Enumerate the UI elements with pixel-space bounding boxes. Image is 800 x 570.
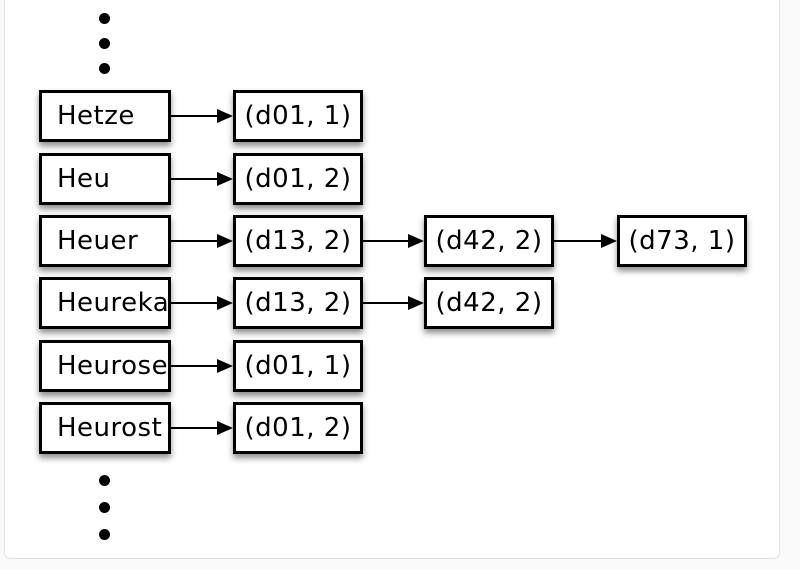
arrow-head-icon: [217, 234, 233, 248]
arrow-line: [171, 115, 219, 117]
term-box: Heurose: [39, 340, 171, 392]
arrow-line: [171, 365, 219, 367]
term-box: Hetze: [39, 90, 171, 142]
ellipsis-top-dot: [98, 12, 110, 24]
posting-box: (d42, 2): [424, 215, 554, 267]
ellipsis-top-dot: [98, 62, 110, 74]
arrow-head-icon: [217, 359, 233, 373]
arrow-line: [171, 240, 219, 242]
term-box: Heu: [39, 153, 171, 205]
posting-box: (d13, 2): [233, 277, 363, 329]
arrow-line: [171, 427, 219, 429]
arrow-head-icon: [408, 296, 424, 310]
arrow-line: [363, 302, 410, 304]
posting-box: (d73, 1): [617, 215, 747, 267]
ellipsis-top-dot: [98, 37, 110, 49]
posting-box: (d13, 2): [233, 215, 363, 267]
arrow-head-icon: [408, 234, 424, 248]
arrow-head-icon: [217, 172, 233, 186]
term-box: Heureka: [39, 277, 171, 329]
ellipsis-bottom-dot: [98, 501, 110, 513]
ellipsis-bottom-dot: [98, 528, 110, 540]
posting-box: (d01, 2): [233, 402, 363, 454]
posting-box: (d42, 2): [424, 277, 554, 329]
arrow-line: [171, 302, 219, 304]
term-box: Heuer: [39, 215, 171, 267]
posting-box: (d01, 1): [233, 340, 363, 392]
arrow-line: [363, 240, 410, 242]
arrow-head-icon: [601, 234, 617, 248]
posting-box: (d01, 1): [233, 90, 363, 142]
posting-box: (d01, 2): [233, 153, 363, 205]
term-box: Heurost: [39, 402, 171, 454]
ellipsis-bottom-dot: [98, 474, 110, 486]
arrow-head-icon: [217, 296, 233, 310]
arrow-head-icon: [217, 109, 233, 123]
arrow-line: [171, 178, 219, 180]
arrow-line: [554, 240, 603, 242]
arrow-head-icon: [217, 421, 233, 435]
